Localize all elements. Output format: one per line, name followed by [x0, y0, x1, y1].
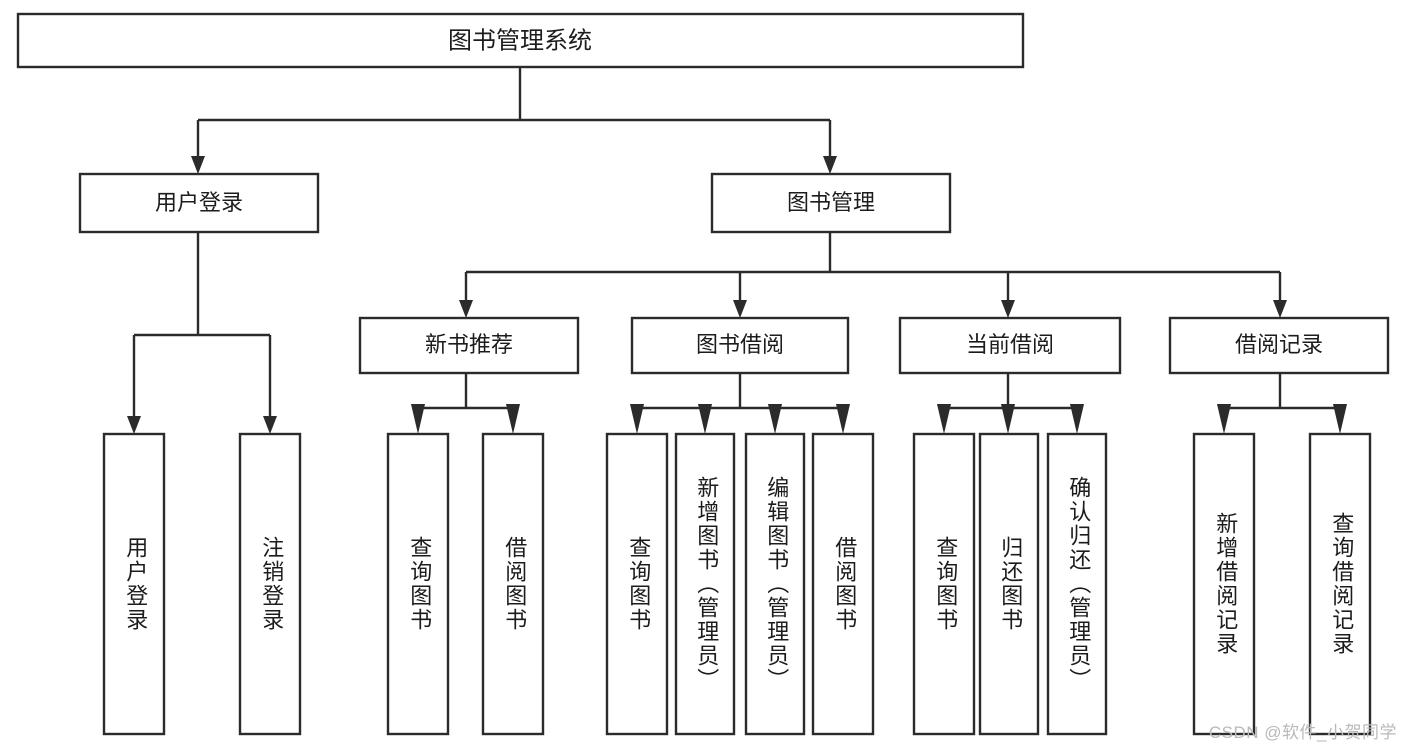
node-leaf-confirm-return-label: 确认归还（管理员）	[1066, 476, 1091, 692]
node-leaf-logout-login-box[interactable]	[238, 432, 302, 736]
node-leaf-return-book-label: 归还图书	[998, 536, 1023, 632]
connector-new-book-recommend-to-leaves	[416, 373, 515, 418]
node-leaf-confirm-return[interactable]: 确认归还（管理员）	[1046, 432, 1108, 736]
arrow-head-book-borrow	[733, 300, 747, 318]
node-borrow-record-box[interactable]	[1168, 316, 1390, 375]
node-current-borrow[interactable]: 当前借阅	[898, 316, 1122, 375]
connector-root-to-level1	[196, 67, 832, 158]
node-leaf-borrow-book-2[interactable]: 借阅图书	[811, 432, 875, 736]
node-leaf-return-book[interactable]: 归还图书	[978, 432, 1040, 736]
node-leaf-borrow-book-1-box[interactable]	[481, 432, 545, 736]
node-leaf-borrow-book-2-box[interactable]	[811, 432, 875, 736]
node-leaf-borrow-book-1[interactable]: 借阅图书	[481, 432, 545, 736]
arrow-head-leaf-query-book-1	[411, 404, 425, 434]
node-current-borrow-box[interactable]	[898, 316, 1122, 375]
node-leaf-add-record-box[interactable]	[1192, 432, 1256, 736]
node-leaf-return-book-box[interactable]	[978, 432, 1040, 736]
node-leaf-add-book-box[interactable]	[674, 432, 736, 736]
node-leaf-query-book-1[interactable]: 查询图书	[386, 432, 450, 736]
arrow-head-leaf-query-book-2	[630, 404, 644, 434]
node-leaf-confirm-return-box[interactable]	[1046, 432, 1108, 736]
node-leaf-edit-book[interactable]: 编辑图书（管理员）	[744, 432, 806, 736]
arrow-head-leaf-borrow-book-1	[506, 404, 520, 434]
connector-user-login-to-leaves	[132, 232, 272, 418]
node-leaf-query-book-2-box[interactable]	[605, 432, 669, 736]
csdn-watermark: CSDN @软件_小贺同学	[1208, 723, 1397, 742]
arrow-head-book-management	[823, 156, 837, 174]
node-leaf-borrow-book-2-label: 借阅图书	[832, 536, 857, 632]
node-user-login[interactable]: 用户登录	[78, 172, 320, 234]
node-leaf-query-book-2[interactable]: 查询图书	[605, 432, 669, 736]
arrow-head-leaf-borrow-book-2	[836, 404, 850, 434]
arrow-head-leaf-return-book	[1001, 404, 1015, 434]
arrow-head-new-book-recommend	[459, 300, 473, 318]
node-root-box[interactable]	[16, 12, 1025, 69]
node-leaf-user-login[interactable]: 用户登录	[102, 432, 166, 736]
node-leaf-add-book[interactable]: 新增图书（管理员）	[674, 432, 736, 736]
arrow-head-current-borrow	[1001, 300, 1015, 318]
node-new-book-recommend-label: 新书推荐	[425, 332, 513, 357]
node-leaf-logout-login[interactable]: 注销登录	[238, 432, 302, 736]
node-leaf-borrow-book-1-label: 借阅图书	[502, 536, 527, 632]
arrow-head-leaf-user-login	[127, 416, 141, 434]
connector-borrow-record-to-leaves	[1222, 373, 1342, 418]
node-leaf-edit-book-box[interactable]	[744, 432, 806, 736]
node-leaf-user-login-label: 用户登录	[123, 536, 148, 632]
arrow-head-borrow-record	[1273, 300, 1287, 318]
node-leaf-query-book-3[interactable]: 查询图书	[912, 432, 976, 736]
node-root[interactable]: 图书管理系统	[16, 12, 1025, 69]
node-leaf-query-book-3-box[interactable]	[912, 432, 976, 736]
node-book-management-box[interactable]	[710, 172, 952, 234]
node-new-book-recommend-box[interactable]	[358, 316, 580, 375]
node-book-borrow[interactable]: 图书借阅	[630, 316, 850, 375]
node-leaf-query-record-label: 查询借阅记录	[1329, 512, 1354, 656]
node-leaf-query-book-1-box[interactable]	[386, 432, 450, 736]
node-leaf-logout-login-label: 注销登录	[259, 536, 284, 632]
node-leaf-query-book-1-label: 查询图书	[407, 536, 432, 632]
arrow-head-user-login	[191, 156, 205, 174]
node-book-management-label: 图书管理	[787, 190, 875, 215]
node-leaf-add-record-label: 新增借阅记录	[1213, 512, 1238, 656]
node-user-login-label: 用户登录	[155, 190, 243, 215]
node-new-book-recommend[interactable]: 新书推荐	[358, 316, 580, 375]
node-leaf-query-book-2-label: 查询图书	[626, 536, 651, 632]
node-leaf-query-record-box[interactable]	[1308, 432, 1372, 736]
node-leaf-add-book-label: 新增图书（管理员）	[694, 476, 719, 692]
node-root-label: 图书管理系统	[448, 27, 592, 54]
arrow-head-leaf-add-book	[698, 404, 712, 434]
node-leaf-query-record[interactable]: 查询借阅记录	[1308, 432, 1372, 736]
arrow-head-leaf-confirm-return	[1070, 404, 1084, 434]
arrow-head-leaf-add-record	[1217, 404, 1231, 434]
node-book-management[interactable]: 图书管理	[710, 172, 952, 234]
node-book-borrow-label: 图书借阅	[696, 332, 784, 357]
connector-book-borrow-to-leaves	[635, 373, 845, 418]
arrow-head-leaf-edit-book	[768, 404, 782, 434]
arrow-head-leaf-query-record	[1333, 404, 1347, 434]
node-borrow-record[interactable]: 借阅记录	[1168, 316, 1390, 375]
node-current-borrow-label: 当前借阅	[966, 332, 1054, 357]
connector-layer	[127, 67, 1347, 434]
node-borrow-record-label: 借阅记录	[1235, 332, 1323, 357]
connector-book-management-to-level2	[464, 232, 1282, 302]
node-book-borrow-box[interactable]	[630, 316, 850, 375]
arrow-head-leaf-logout-login	[263, 416, 277, 434]
node-user-login-box[interactable]	[78, 172, 320, 234]
node-leaf-add-record[interactable]: 新增借阅记录	[1192, 432, 1256, 736]
arrow-head-leaf-query-book-3	[937, 404, 951, 434]
node-leaf-user-login-box[interactable]	[102, 432, 166, 736]
node-leaf-edit-book-label: 编辑图书（管理员）	[764, 476, 789, 692]
node-leaf-query-book-3-label: 查询图书	[933, 536, 958, 632]
